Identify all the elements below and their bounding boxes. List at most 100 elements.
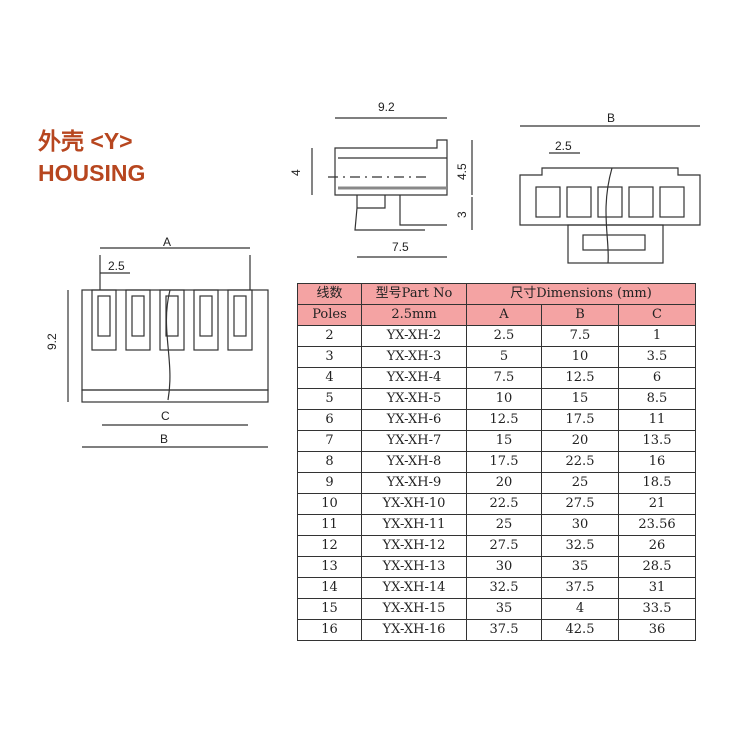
dim-c-cell: 11	[618, 409, 696, 431]
part-no-cell: YX-XH-15	[361, 598, 467, 620]
part-no-cell: YX-XH-16	[361, 619, 467, 641]
dim-a-cell: 35	[466, 598, 542, 620]
dim-a-cell: 20	[466, 472, 542, 494]
header-poles-en: Poles	[297, 304, 362, 326]
dim-c-cell: 33.5	[618, 598, 696, 620]
front-dim-pitch: 2.5	[108, 259, 125, 273]
side-view-drawing: 9.2 4 4.5 3 7.5	[289, 100, 473, 258]
top-dim-pitch: 2.5	[555, 139, 572, 153]
dim-c-cell: 6	[618, 367, 696, 389]
dim-c-cell: 28.5	[618, 556, 696, 578]
dim-b-cell: 42.5	[541, 619, 619, 641]
dim-a-cell: 32.5	[466, 577, 542, 599]
dim-b-cell: 22.5	[541, 451, 619, 473]
dim-c-cell: 3.5	[618, 346, 696, 368]
poles-cell: 3	[297, 346, 362, 368]
dim-b-cell: 20	[541, 430, 619, 452]
poles-cell: 13	[297, 556, 362, 578]
header-b: B	[541, 304, 619, 326]
dim-b-cell: 10	[541, 346, 619, 368]
header-dimensions: 尺寸Dimensions (mm)	[466, 283, 696, 305]
part-no-cell: YX-XH-12	[361, 535, 467, 557]
poles-cell: 2	[297, 325, 362, 347]
front-dim-c: C	[161, 409, 170, 423]
front-view-drawing: A 2.5 9.2 C B	[45, 235, 269, 448]
header-poles-cn: 线数	[297, 283, 362, 305]
poles-cell: 11	[297, 514, 362, 536]
title-chinese: 外壳 <Y>	[38, 128, 133, 154]
dim-a-cell: 30	[466, 556, 542, 578]
front-dim-a: A	[163, 235, 171, 249]
part-no-cell: YX-XH-4	[361, 367, 467, 389]
side-dim-upper-height: 4.5	[455, 163, 469, 180]
dim-c-cell: 16	[618, 451, 696, 473]
poles-cell: 16	[297, 619, 362, 641]
side-dim-left-height: 4	[289, 169, 303, 176]
side-dim-width: 9.2	[378, 100, 395, 114]
dim-a-cell: 25	[466, 514, 542, 536]
dim-b-cell: 15	[541, 388, 619, 410]
poles-cell: 4	[297, 367, 362, 389]
dim-a-cell: 17.5	[466, 451, 542, 473]
poles-cell: 10	[297, 493, 362, 515]
dim-c-cell: 13.5	[618, 430, 696, 452]
dim-a-cell: 22.5	[466, 493, 542, 515]
dim-b-cell: 17.5	[541, 409, 619, 431]
header-a: A	[466, 304, 542, 326]
dim-a-cell: 10	[466, 388, 542, 410]
header-part-no: 型号Part No	[361, 283, 467, 305]
part-no-cell: YX-XH-7	[361, 430, 467, 452]
dim-b-cell: 4	[541, 598, 619, 620]
poles-cell: 14	[297, 577, 362, 599]
dim-c-cell: 26	[618, 535, 696, 557]
dim-b-cell: 25	[541, 472, 619, 494]
poles-cell: 8	[297, 451, 362, 473]
front-dim-height: 9.2	[45, 333, 59, 350]
front-dim-b: B	[160, 432, 168, 446]
dim-c-cell: 31	[618, 577, 696, 599]
part-no-cell: YX-XH-8	[361, 451, 467, 473]
poles-cell: 5	[297, 388, 362, 410]
part-no-cell: YX-XH-10	[361, 493, 467, 515]
dim-b-cell: 27.5	[541, 493, 619, 515]
dimensions-table: 线数 型号Part No 尺寸Dimensions (mm) Poles 2.5…	[297, 283, 696, 641]
poles-cell: 7	[297, 430, 362, 452]
part-no-cell: YX-XH-9	[361, 472, 467, 494]
poles-cell: 9	[297, 472, 362, 494]
dim-c-cell: 1	[618, 325, 696, 347]
part-no-cell: YX-XH-2	[361, 325, 467, 347]
dim-b-cell: 7.5	[541, 325, 619, 347]
part-no-cell: YX-XH-11	[361, 514, 467, 536]
dim-c-cell: 18.5	[618, 472, 696, 494]
top-dim-b: B	[607, 111, 615, 125]
dim-b-cell: 30	[541, 514, 619, 536]
dim-b-cell: 37.5	[541, 577, 619, 599]
poles-cell: 6	[297, 409, 362, 431]
dim-a-cell: 2.5	[466, 325, 542, 347]
dim-b-cell: 12.5	[541, 367, 619, 389]
dim-c-cell: 21	[618, 493, 696, 515]
title-housing: HOUSING	[38, 160, 146, 186]
side-dim-base-width: 7.5	[392, 240, 409, 254]
part-no-cell: YX-XH-3	[361, 346, 467, 368]
header-c: C	[618, 304, 696, 326]
dim-a-cell: 27.5	[466, 535, 542, 557]
dim-a-cell: 7.5	[466, 367, 542, 389]
dim-a-cell: 15	[466, 430, 542, 452]
dim-b-cell: 35	[541, 556, 619, 578]
header-part-pitch: 2.5mm	[361, 304, 467, 326]
